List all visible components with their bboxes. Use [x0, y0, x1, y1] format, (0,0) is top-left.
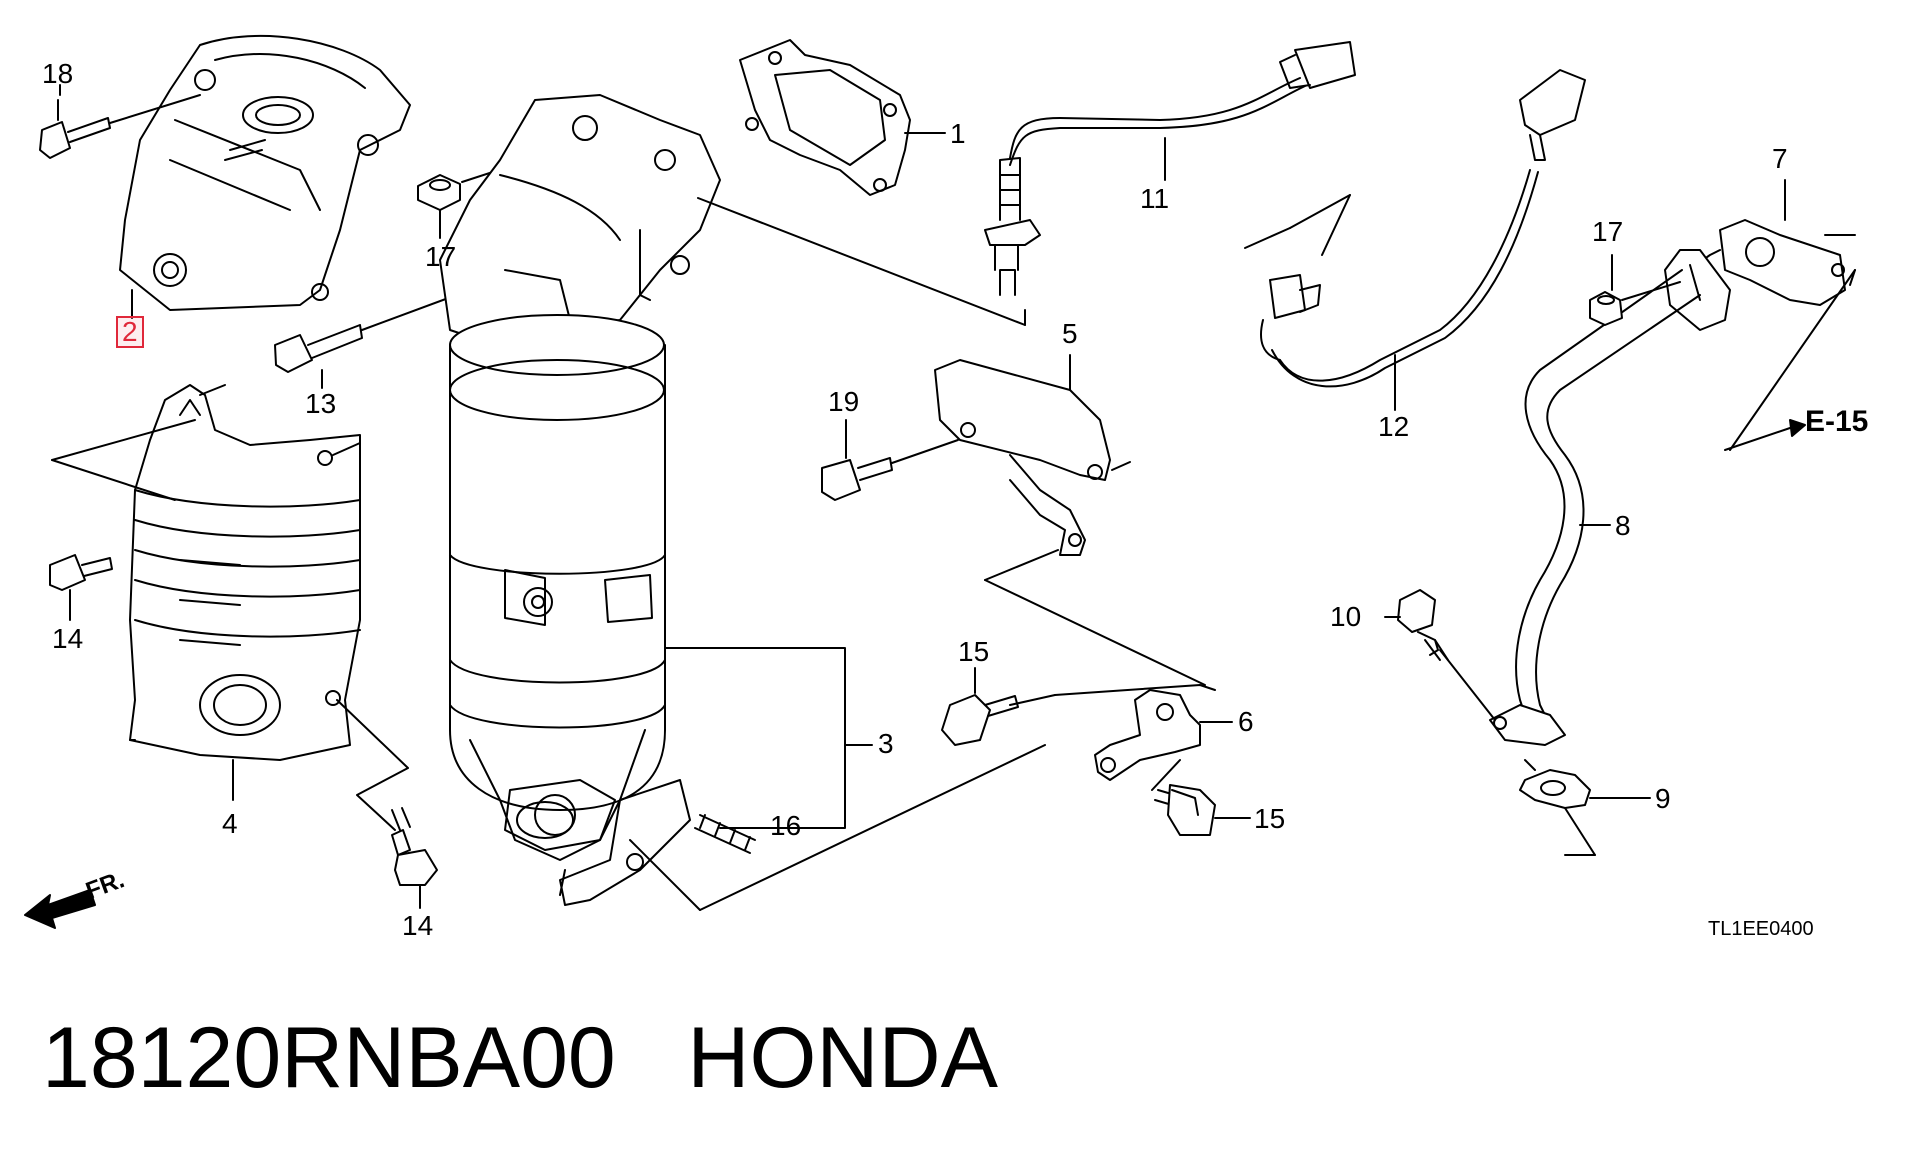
e15-reference-arrow: [1724, 419, 1806, 451]
bracket-5: [934, 359, 1111, 556]
callout-13: 13: [305, 388, 337, 419]
diagram-code: TL1EE0400: [1708, 918, 1814, 940]
callout-15-lower: 15: [1254, 803, 1286, 834]
catalytic-converter: [439, 94, 721, 906]
nut-17-left: [417, 174, 461, 211]
bolt-14-left: [49, 554, 113, 591]
callout-8: 8: [1615, 510, 1631, 541]
bolt-13: [274, 324, 363, 373]
lower-heat-shield: [129, 384, 361, 761]
callout-14-left: 14: [52, 623, 84, 654]
upper-heat-shield: [119, 34, 411, 311]
callout-17-left: 17: [425, 241, 457, 272]
callout-12: 12: [1378, 411, 1410, 442]
bolt-15-lower: [1154, 784, 1216, 836]
callout-7: 7: [1772, 143, 1788, 174]
callout-11: 11: [1140, 183, 1170, 214]
nut-17-right: [1589, 291, 1623, 326]
callout-5: 5: [1062, 318, 1078, 349]
bolt-18: [39, 117, 111, 159]
callout-1: 1: [950, 118, 966, 149]
callout-16: 16: [770, 810, 802, 841]
callout-3: 3: [878, 728, 894, 759]
oxygen-sensor-12: [1260, 69, 1586, 388]
part-number-caption: 18120RNBA00 HONDA: [42, 1010, 998, 1106]
bolt-10: [1397, 589, 1449, 661]
callout-19: 19: [828, 386, 860, 417]
callout-14-bottom: 14: [402, 910, 434, 941]
stud-16: [694, 814, 756, 854]
pipe-8: [1489, 219, 1846, 746]
reference-e15: E-15: [1805, 405, 1869, 438]
callout-6: 6: [1238, 706, 1254, 737]
callout-10: 10: [1330, 601, 1362, 632]
callout-2: 2: [116, 316, 144, 348]
bolt-15-upper: [941, 694, 1019, 746]
callout-4: 4: [222, 808, 238, 839]
callout-17-right: 17: [1592, 216, 1624, 247]
front-arrow-icon: [24, 889, 96, 929]
bracket-6: [1094, 689, 1201, 781]
oxygen-sensor-11: [984, 41, 1356, 296]
callout-18: 18: [42, 58, 74, 89]
gasket-9: [1519, 769, 1591, 809]
gasket-1: [739, 39, 911, 196]
callout-9: 9: [1655, 783, 1671, 814]
bolt-19: [821, 457, 893, 501]
bolt-14-bottom: [391, 807, 438, 886]
callout-15-upper: 15: [958, 636, 990, 667]
